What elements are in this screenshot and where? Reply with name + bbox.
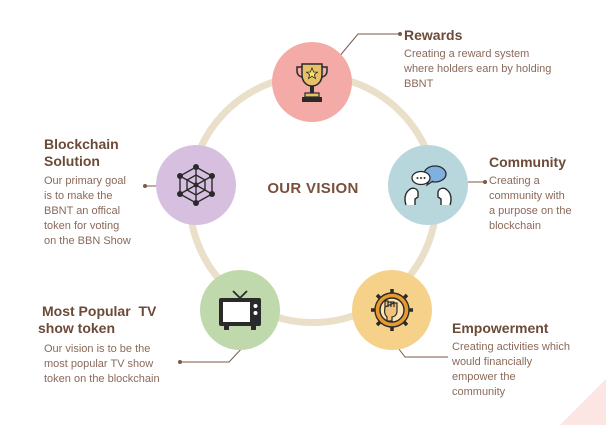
empowerment-desc-line: community	[452, 386, 506, 398]
tv-token-desc-line: Our vision is to be the	[44, 343, 151, 355]
empowerment-desc-line: Creating activities which	[452, 341, 570, 353]
blockchain-desc-line: BBNT an offical	[44, 205, 121, 217]
empowerment-node	[352, 270, 432, 350]
tv-token-description: Our vision is to be the most popular TV …	[44, 342, 184, 387]
empowerment-description: Creating activities which would financia…	[452, 340, 602, 400]
tv-token-heading: Most Popular TV show token	[38, 303, 156, 337]
tv-token-desc-line: token on the blockchain	[44, 373, 160, 385]
connector-rewards	[337, 33, 400, 59]
blockchain-network-icon	[177, 164, 215, 206]
connector-rewards-dot	[398, 32, 402, 36]
blockchain-desc-line: is to make the	[44, 190, 113, 202]
connector-tv-token-dot	[178, 360, 182, 364]
blockchain-heading: Blockchain Solution	[44, 136, 119, 170]
raised-fist-gear-icon	[371, 289, 413, 331]
speech-bubbles-icon	[404, 165, 452, 206]
community-desc-line: Creating a	[489, 175, 540, 187]
tv-token-desc-line: most popular TV show	[44, 358, 154, 370]
blockchain-heading-line: Solution	[44, 153, 100, 169]
television-icon	[219, 290, 261, 330]
rewards-description: Creating a reward system where holders e…	[404, 47, 584, 92]
blockchain-description: Our primary goal is to make the BBNT an …	[44, 174, 154, 249]
community-description: Creating a community with a purpose on t…	[489, 174, 599, 234]
community-desc-line: community with	[489, 190, 565, 202]
rewards-heading: Rewards	[404, 27, 463, 43]
diagram-title: OUR VISION	[267, 180, 359, 197]
rewards-node	[272, 42, 352, 122]
corner-decoration	[560, 379, 606, 425]
empowerment-desc-line: empower the	[452, 371, 516, 383]
rewards-desc-line: BBNT	[404, 78, 434, 90]
empowerment-desc-line: would financially	[452, 356, 533, 368]
community-desc-line: blockchain	[489, 220, 541, 232]
blockchain-desc-line: Our primary goal	[44, 175, 126, 187]
rewards-desc-line: Creating a reward system	[404, 48, 530, 60]
tv-token-heading-line: show token	[38, 320, 116, 336]
connector-community-dot	[483, 180, 487, 184]
connector-blockchain-dot	[143, 184, 147, 188]
blockchain-desc-line: token for voting	[44, 220, 120, 232]
rewards-desc-line: where holders earn by holding	[404, 63, 552, 75]
empowerment-heading: Empowerment	[452, 320, 549, 336]
blockchain-heading-line: Blockchain	[44, 136, 119, 152]
trophy-icon	[296, 63, 328, 102]
blockchain-node	[156, 145, 236, 225]
community-heading: Community	[489, 154, 566, 170]
community-node	[388, 145, 468, 225]
blockchain-desc-line: on the BBN Show	[44, 235, 131, 247]
tv-token-node	[200, 270, 280, 350]
tv-token-heading-line: Most Popular TV	[42, 303, 157, 319]
community-desc-line: a purpose on the	[489, 205, 572, 217]
connector-tv-token	[180, 345, 245, 363]
